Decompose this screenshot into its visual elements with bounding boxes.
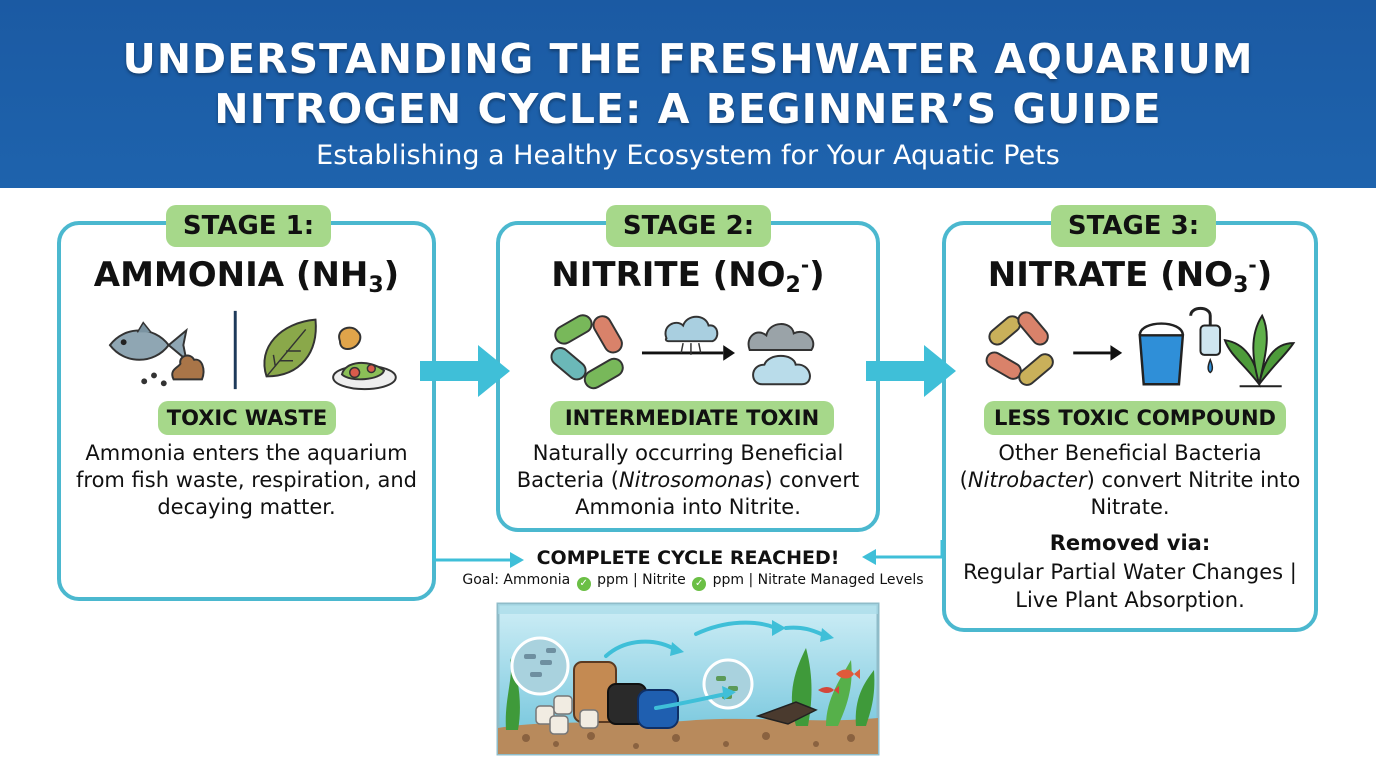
stage-3-label: LESS TOXIC COMPOUND xyxy=(984,401,1286,435)
removal-heading: Removed via: xyxy=(1049,531,1211,555)
check-icon: ✓ xyxy=(576,577,591,591)
stage-3-card: STAGE 3: NITRATE (NO3-) LESS TOXIC COMPO… xyxy=(942,205,1318,632)
gas-cloud-icon xyxy=(664,315,719,355)
check-icon: ✓ xyxy=(692,577,707,591)
page-subtitle: Establishing a Healthy Ecosystem for You… xyxy=(316,140,1060,171)
stage-2-card: STAGE 2: NITRITE (NO2-) INTERMEDIATE TOX… xyxy=(496,205,880,532)
page-title-line-2: NITROGEN CYCLE: A BEGINNER’S GUIDE xyxy=(214,85,1162,133)
decaying-leaf-icon xyxy=(263,318,317,378)
small-fish-icon xyxy=(818,669,860,694)
arrow-stage-1-to-2 xyxy=(420,345,510,397)
stage-2-name: NITRITE (NO2-) xyxy=(551,253,825,298)
driftwood-icon xyxy=(755,701,818,725)
water-bucket-icon xyxy=(1138,322,1185,386)
cycle-connectors xyxy=(432,540,944,568)
cycle-goal-text: Goal: Ammonia ✓ ppm | Nitrite ✓ ppm | Ni… xyxy=(462,572,924,591)
stage-3-badge: STAGE 3: xyxy=(1051,205,1216,247)
stage-1-card: STAGE 1: AMMONIA (NH3) xyxy=(57,205,436,601)
stage-1-description: Ammonia enters the aquarium from fish wa… xyxy=(76,441,417,519)
stage-1-name: AMMONIA (NH3) xyxy=(93,255,400,298)
bacteria-icon xyxy=(985,311,1054,386)
arrow-stage-2-to-3 xyxy=(866,345,956,397)
header-banner: UNDERSTANDING THE FRESHWATER AQUARIUM NI… xyxy=(0,0,1376,188)
stage-2-label: INTERMEDIATE TOXIN xyxy=(550,401,834,435)
stage-2-badge: STAGE 2: xyxy=(606,205,771,247)
fish-waste-icon xyxy=(141,354,205,387)
stage-3-icons xyxy=(985,306,1296,388)
fish-food-icon xyxy=(332,326,397,391)
live-plant-icon xyxy=(1223,313,1296,388)
stage-2-icons xyxy=(550,314,815,390)
bacteria-icon xyxy=(550,314,624,390)
page-title-line-1: UNDERSTANDING THE FRESHWATER AQUARIUM xyxy=(122,35,1254,83)
fish-icon xyxy=(108,321,188,363)
aquarium-tank-illustration xyxy=(496,602,880,756)
stage-3-description: Other Beneficial Bacteria (Nitrobacter) … xyxy=(959,441,1301,519)
stage-3-name: NITRATE (NO3-) xyxy=(987,253,1273,298)
stage-1-badge: STAGE 1: xyxy=(166,205,331,247)
stage-1-label: TOXIC WASTE xyxy=(158,401,336,435)
stage-1-icons xyxy=(108,310,397,391)
stage-2-description: Naturally occurring Beneficial Bacteria … xyxy=(516,441,860,519)
cycle-complete-title: COMPLETE CYCLE REACHED! xyxy=(536,547,840,569)
water-faucet-icon xyxy=(1189,306,1222,374)
removal-methods: Regular Partial Water Changes | Live Pla… xyxy=(963,560,1297,612)
toxic-cloud-icon xyxy=(747,323,815,386)
